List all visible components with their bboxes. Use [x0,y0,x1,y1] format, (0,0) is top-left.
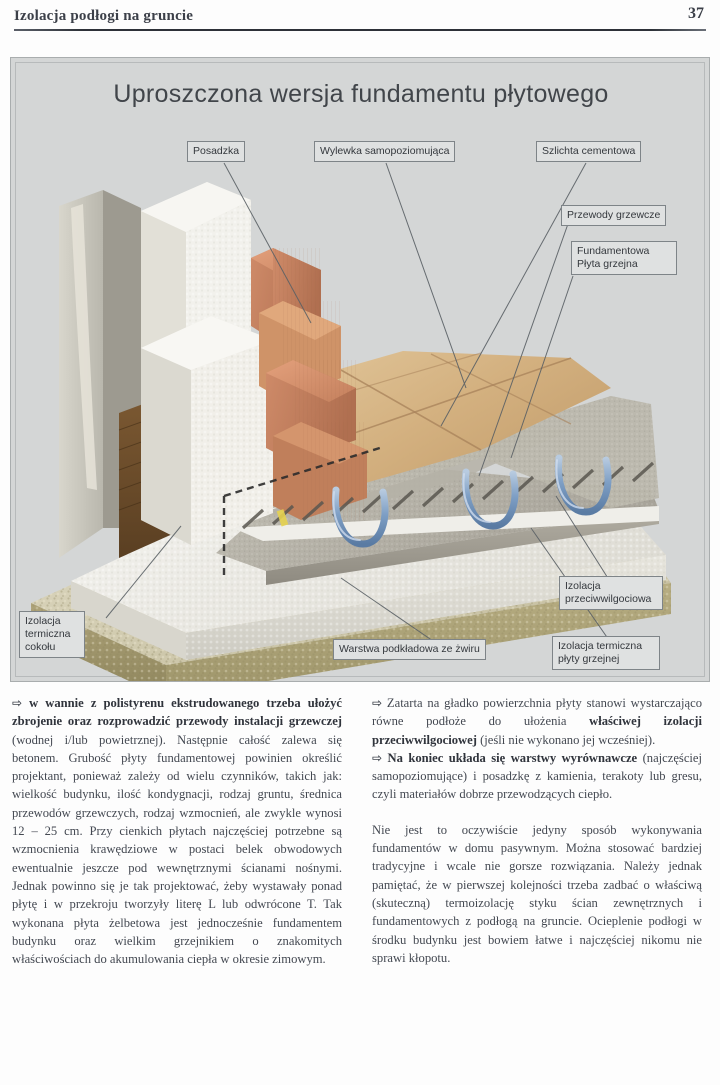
left-column: ⇨ w wannie z polistyrenu ekstrudowanego … [12,694,342,968]
header-rule [14,29,706,31]
emphasised-text: Na koniec układa się warstwy wyrównawcze [382,750,638,765]
page-number: 37 [688,5,704,22]
body-columns: ⇨ w wannie z polistyrenu ekstrudowanego … [0,694,720,1074]
arrow-bullet-icon: ⇨ [372,696,383,710]
callout-wylewka-samopoziomujaca[interactable]: Wylewka samopoziomująca [314,141,456,162]
foundation-illustration [31,182,671,681]
figure-title: Uproszczona wersja fundamentu płytowego [113,80,609,108]
callout-izolacja-termiczna-plyty-grzejnej[interactable]: Izolacja termiczna płyty grzejnej [552,636,660,670]
body-text: (najczęściej samopoziomujące) i posadzkę… [372,750,702,802]
clay-brick-stack [251,248,367,520]
callout-szlichta-cementowa[interactable]: Szlichta cementowa [536,141,642,162]
emphasised-text: właściwej izolacji przeciwwilgociowej [372,714,702,747]
callout-fundamentowa-plyta-grzejna[interactable]: Fundamentowa Płyta grzejna [571,241,677,275]
paragraph: Nie jest to oczywiście jedyny sposób wyk… [372,821,702,967]
arrow-bullet-icon: ⇨ [372,750,383,765]
running-head: Izolacja podłogi na gruncie 37 [0,0,720,40]
callout-przewody-grzewcze[interactable]: Przewody grzewcze [561,205,667,226]
right-column: ⇨ Zatarta na gładko powierzchnia płyty s… [372,694,702,967]
paragraph: ⇨ Zatarta na gładko powierzchnia płyty s… [372,694,702,749]
wall-assembly [59,182,384,578]
body-text: (wodnej i/lub powietrznej). Następnie ca… [12,732,342,967]
body-text: (jeśli nie wykonano jej wcześniej). [476,732,656,747]
figure-panel: Uproszczona wersja fundamentu płytowego [10,57,710,682]
heating-pipes-highlight [332,459,584,541]
callout-warstwa-podkladowa-ze-zwiru[interactable]: Warstwa podkładowa ze żwiru [333,639,486,660]
damp-proof-membrane-edge [222,445,384,578]
heating-pipes [332,454,612,548]
emphasised-text: w wannie z polistyrenu ekstrudowanego tr… [12,696,342,729]
paragraph: ⇨ w wannie z polistyrenu ekstrudowanego … [12,694,342,968]
body-text: Zatarta na gładko powierzchnia płyty sta… [372,696,702,729]
callout-izolacja-termiczna-cokolu[interactable]: Izolacja termiczna cokołu [19,611,85,658]
callout-posadzka[interactable]: Posadzka [187,141,246,162]
running-head-title: Izolacja podłogi na gruncie [14,8,194,24]
paragraph: ⇨ Na koniec układa się warstwy wyrównawc… [372,749,702,804]
reinforcement-and-pipes [233,454,659,548]
body-text: Nie jest to oczywiście jedyny sposób wyk… [372,822,702,965]
arrow-bullet-icon: ⇨ [12,696,23,710]
callout-izolacja-przeciwwilgociowa[interactable]: Izolacja przeciwwilgociowa [559,576,663,610]
